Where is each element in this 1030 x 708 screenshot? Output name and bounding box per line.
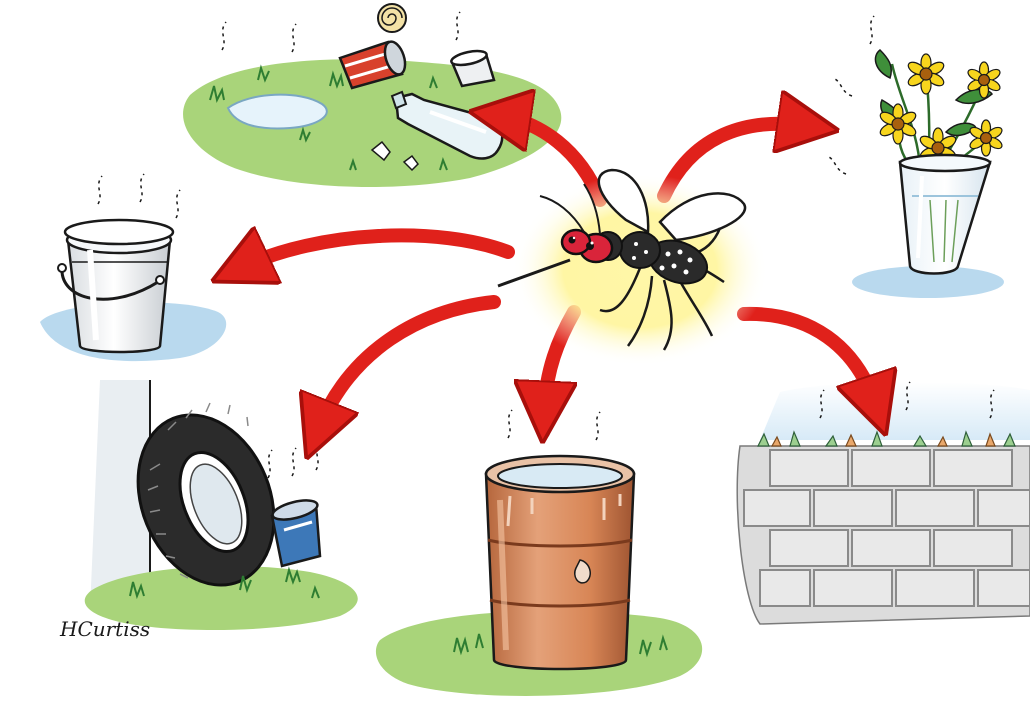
tire-scene: HCurtiss <box>59 380 358 641</box>
flower-icon <box>879 53 1003 169</box>
mosquito-proboscis <box>497 258 571 288</box>
brick-wall-scene <box>736 381 1030 625</box>
can-lid-icon <box>377 3 407 33</box>
sky-backdrop <box>760 382 1030 440</box>
barrel-icon <box>484 454 636 671</box>
bucket-icon <box>57 218 175 354</box>
smell-lines <box>825 15 875 175</box>
grass-tufts <box>129 566 320 600</box>
smell-lines <box>507 407 601 441</box>
mosquito-icon <box>497 168 768 366</box>
smell-lines <box>267 441 321 479</box>
cup-icon <box>450 49 496 88</box>
grass-tufts <box>453 633 668 658</box>
brick-wall-icon <box>736 430 1030 625</box>
litter-scene <box>183 3 562 188</box>
paper-scrap <box>402 154 419 172</box>
arrow-to-wall <box>737 306 876 406</box>
puddle <box>226 93 328 130</box>
vase-icon <box>898 153 992 275</box>
flower-vase-scene <box>825 15 1004 298</box>
smell-lines <box>97 173 181 219</box>
artist-signature: HCurtiss <box>59 617 150 641</box>
arrow-to-tire <box>318 295 501 430</box>
blue-can-icon <box>270 499 322 568</box>
signature-text: HCurtiss <box>59 617 150 641</box>
bucket-scene <box>40 173 227 362</box>
arrow-to-bucket <box>240 235 515 268</box>
grass-patch <box>84 566 358 631</box>
smell-lines <box>819 381 995 419</box>
red-can-icon <box>338 40 407 90</box>
paper-scrap <box>370 140 391 162</box>
barrel-scene <box>375 407 703 696</box>
mosquito-eye <box>560 228 592 256</box>
water-shadow <box>852 266 1004 298</box>
arrow-to-vase <box>657 124 808 203</box>
wall-shadow <box>90 380 150 610</box>
tire-icon <box>136 402 276 587</box>
smell-lines <box>221 11 461 53</box>
